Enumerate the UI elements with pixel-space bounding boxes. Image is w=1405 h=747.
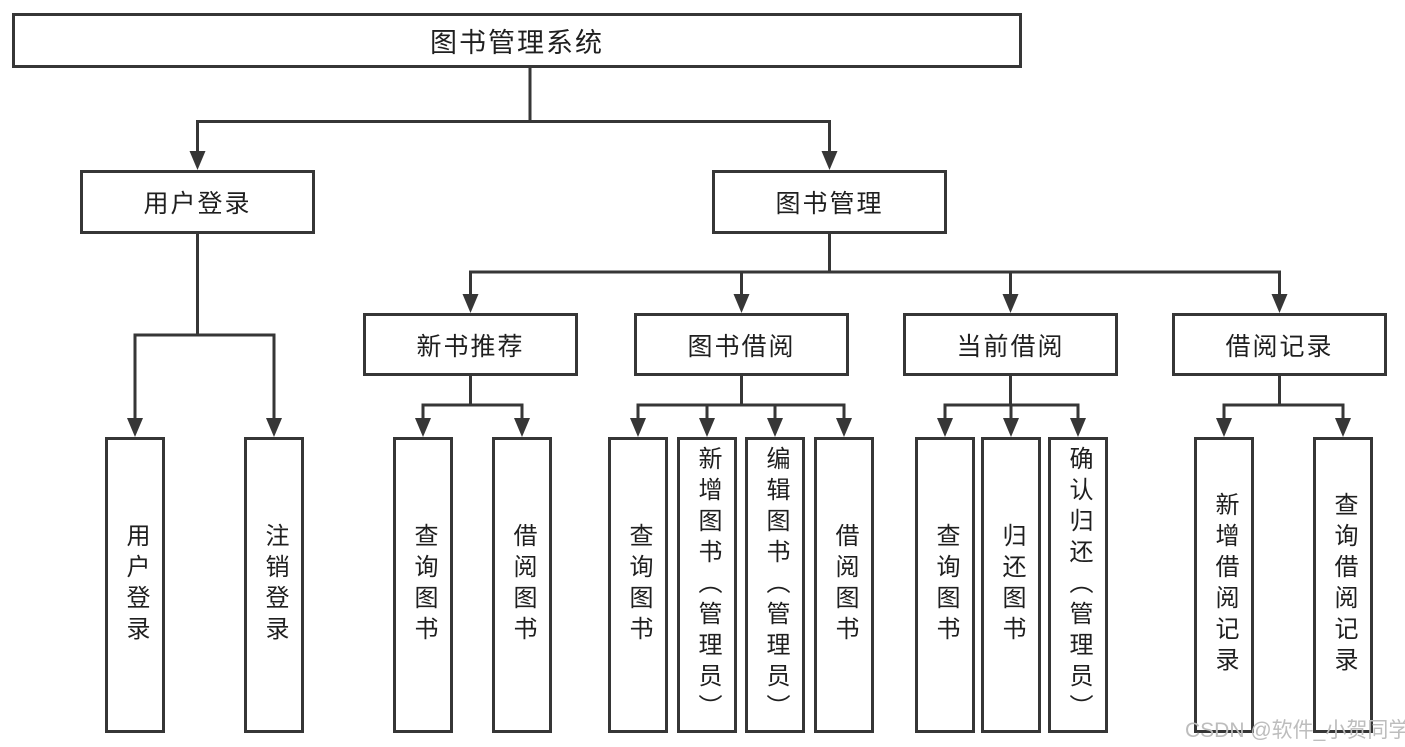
leaf-query-books-current: 查询图书 (915, 437, 975, 733)
leaf-query-borrow-record: 查询借阅记录 (1313, 437, 1373, 733)
node-book-management: 图书管理 (712, 170, 947, 234)
leaf-borrow-books: 借阅图书 (814, 437, 874, 733)
node-user-login: 用户登录 (80, 170, 315, 234)
leaf-query-books-recommend: 查询图书 (393, 437, 453, 733)
node-root-system: 图书管理系统 (12, 13, 1022, 68)
leaf-add-books-admin: 新增图书（管理员） (677, 437, 737, 733)
node-current-borrowing: 当前借阅 (903, 313, 1118, 376)
connector-path (133, 68, 1345, 420)
csdn-watermark: CSDN @软件_小贺同学 (1185, 719, 1405, 742)
leaf-borrow-books-recommend: 借阅图书 (492, 437, 552, 733)
leaf-query-books-borrow: 查询图书 (608, 437, 668, 733)
leaf-logout: 注销登录 (244, 437, 304, 733)
leaf-confirm-return-admin: 确认归还（管理员） (1048, 437, 1108, 733)
node-borrowing-records: 借阅记录 (1172, 313, 1387, 376)
arrowheads (127, 151, 1351, 437)
leaf-edit-books-admin: 编辑图书（管理员） (745, 437, 805, 733)
node-new-book-recommendation: 新书推荐 (363, 313, 578, 376)
node-book-borrowing: 图书借阅 (634, 313, 849, 376)
leaf-return-books: 归还图书 (981, 437, 1041, 733)
leaf-user-login: 用户登录 (105, 437, 165, 733)
leaf-add-borrow-record: 新增借阅记录 (1194, 437, 1254, 733)
